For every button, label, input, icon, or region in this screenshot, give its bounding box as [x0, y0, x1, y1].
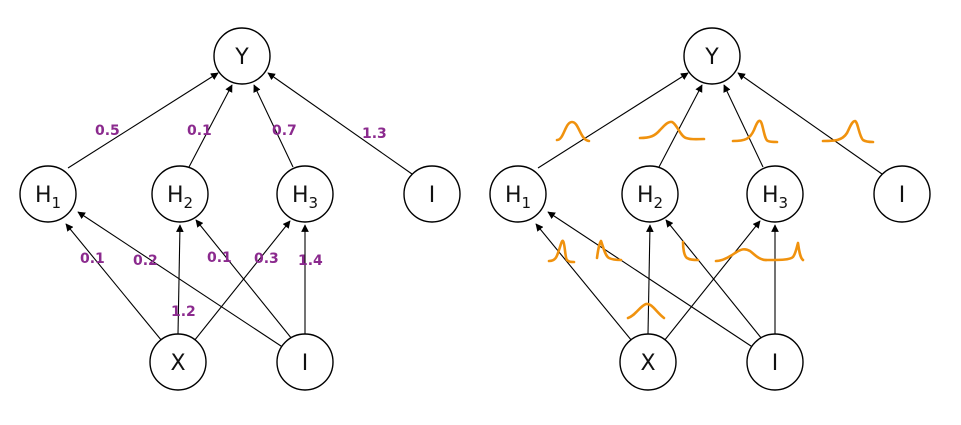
node-label: Y: [234, 45, 249, 70]
edge-h2-y: [188, 84, 233, 168]
edge-bias-y: [737, 72, 883, 175]
node-bias-top-right: I: [873, 165, 931, 223]
weight-bias-h3: 1.4: [298, 253, 323, 269]
node-label: H1: [505, 183, 531, 212]
node-bias-bottom-right: I: [746, 333, 804, 391]
node-h1-left: H1: [19, 165, 77, 223]
node-label: H1: [35, 183, 61, 212]
edge-h3-y: [253, 84, 294, 168]
edge-h3-y: [723, 84, 764, 168]
distribution-h3-y-icon: [731, 119, 779, 144]
weight-x-h2: 1.2: [171, 304, 196, 320]
distribution-h1-y-icon: [555, 120, 591, 143]
node-label: Y: [704, 45, 719, 70]
left-edges: [65, 72, 413, 349]
distribution-bias-y-icon: [821, 119, 875, 144]
edge-x-h3: [663, 220, 761, 342]
weight-bias-h2: 0.1: [207, 250, 232, 266]
node-h1-right: H1: [489, 165, 547, 223]
node-h3-left: H3: [276, 165, 334, 223]
edge-x-h1: [65, 223, 163, 342]
edge-bias-y: [267, 72, 413, 175]
weight-h3-y: 0.7: [272, 123, 297, 139]
node-label: I: [302, 351, 309, 376]
node-label: H3: [762, 183, 788, 212]
edge-h1-y: [537, 72, 689, 169]
edge-x-h2: [176, 224, 184, 335]
node-bias-top-left: I: [403, 165, 461, 223]
edge-h2-y: [658, 84, 703, 168]
node-y-left: Y: [213, 27, 271, 85]
weight-x-h1: 0.1: [80, 251, 105, 267]
node-label: H3: [292, 183, 318, 212]
edge-x-h3: [193, 220, 291, 342]
distribution-x-h1-icon: [547, 239, 576, 264]
weight-h2-y: 0.1: [187, 123, 212, 139]
edge-x-h2: [646, 224, 654, 335]
distribution-bias-h2-icon: [681, 240, 700, 262]
right-edges: [535, 72, 883, 349]
edge-bias-h1: [77, 211, 285, 349]
node-label: X: [640, 351, 655, 376]
edge-bias-h2: [665, 219, 763, 340]
weight-x-h3: 0.3: [254, 251, 279, 267]
node-x-right: X: [619, 333, 677, 391]
edge-x-h1: [535, 223, 633, 342]
left-network: Y H1 H2 H3 I X I 0.5 0.1 0.7: [19, 27, 461, 391]
node-y-right: Y: [683, 27, 741, 85]
node-h3-right: H3: [746, 165, 804, 223]
node-label: I: [899, 183, 906, 208]
distribution-h2-y-icon: [638, 120, 706, 141]
edge-bias-h2: [195, 219, 293, 340]
node-label: I: [772, 351, 779, 376]
node-label: X: [170, 351, 185, 376]
edge-h1-y: [67, 72, 219, 169]
weight-h1-y: 0.5: [95, 123, 120, 139]
node-h2-left: H2: [151, 165, 209, 223]
node-h2-right: H2: [621, 165, 679, 223]
node-label: H2: [167, 183, 193, 212]
edge-bias-h1: [547, 211, 755, 349]
distribution-bias-h3-icon: [764, 241, 805, 262]
distribution-x-h3-icon: [714, 247, 768, 263]
node-label: I: [429, 183, 436, 208]
node-bias-bottom-left: I: [276, 333, 334, 391]
weight-bias-h1: 0.2: [133, 253, 158, 269]
node-label: H2: [637, 183, 663, 212]
right-network: Y H1 H2 H3 I X I: [489, 27, 931, 391]
weight-bias-y: 1.3: [362, 126, 387, 142]
weight-distributions: [547, 119, 875, 320]
node-x-left: X: [149, 333, 207, 391]
distribution-x-h2-icon: [626, 302, 666, 320]
distribution-bias-h1-icon: [595, 239, 623, 262]
weight-labels: 0.5 0.1 0.7 1.3 0.1 0.2 0.1 0.3 1.4 1.2: [80, 123, 387, 320]
